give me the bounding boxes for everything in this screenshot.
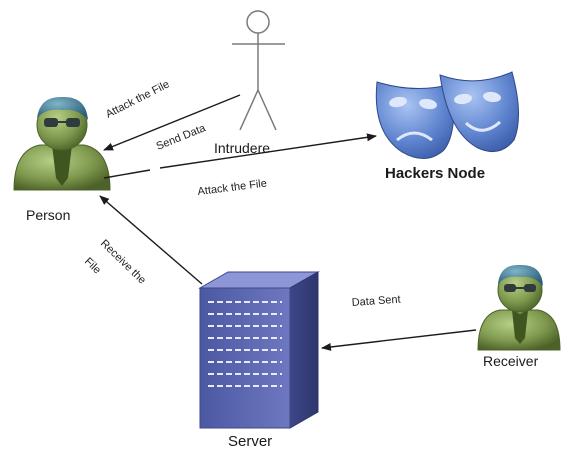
edge-label-receive-file: File — [82, 256, 103, 277]
theatre-masks-icon — [375, 71, 520, 159]
edge-label-attack-file-bottom: Attack the File — [197, 178, 268, 198]
edge-label-receive-the: Receive the — [98, 238, 148, 287]
stick-figure-icon — [232, 10, 285, 131]
server-tower-icon — [198, 271, 320, 429]
person-label: Person — [26, 207, 70, 223]
person-icon — [477, 264, 561, 351]
intruder-label: Intrudere — [214, 140, 270, 156]
send-data-arrow-segment-1 — [103, 169, 151, 179]
attack-arrow-intruder-to-person — [103, 94, 241, 151]
receive-arrow-server-to-person — [99, 195, 203, 285]
data-sent-arrow-receiver-to-server — [321, 329, 477, 351]
send-data-arrow-to-hackers — [159, 133, 377, 169]
edge-label-attack-file-top: Attack the File — [104, 78, 172, 120]
server-label: Server — [228, 433, 272, 450]
receiver-label: Receiver — [483, 353, 539, 369]
person-icon — [13, 96, 111, 191]
hackers-node-label: Hackers Node — [385, 165, 485, 182]
edge-label-data-sent: Data Sent — [351, 294, 401, 309]
